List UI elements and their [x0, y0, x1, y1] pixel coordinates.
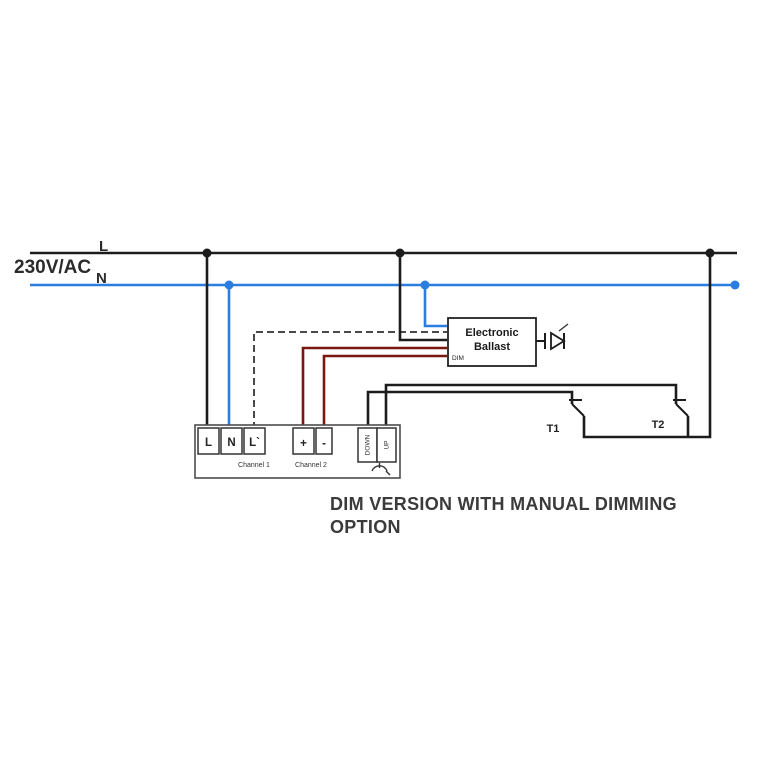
terminal-cell-l — [197, 427, 220, 455]
t1-label: T1 — [547, 423, 560, 435]
dimmer-icon-tail — [385, 470, 391, 476]
caption-line1: DIM VERSION WITH MANUAL DIMMING — [330, 494, 677, 514]
down-button-wire — [366, 390, 574, 428]
terminal-label-down: DOWN — [365, 434, 372, 455]
ballast-box — [447, 317, 537, 367]
terminal-cell-minus — [315, 427, 333, 455]
terminal-label-up: UP — [384, 440, 391, 449]
caption-line2: OPTION — [330, 517, 401, 537]
channel2-label: Channel 2 — [295, 462, 327, 469]
neutral-to-ballast-wire — [423, 285, 447, 328]
push-button-t2 — [673, 399, 689, 417]
channel1-label: Channel 1 — [238, 462, 270, 469]
lamp-slash — [558, 323, 569, 332]
t1-contact-blade — [571, 403, 585, 417]
voltage-label: 230V/AC — [14, 257, 91, 278]
terminal-cell-plus — [292, 427, 315, 455]
ballast-dim-label: DIM — [452, 355, 464, 362]
switched-live-dashed-wire — [253, 331, 447, 429]
junction-dot-neutral-3 — [730, 280, 740, 290]
terminal-label-n: N — [227, 437, 235, 449]
dimmer-icon — [371, 463, 391, 476]
dim-plus-wire — [301, 346, 447, 429]
lamp-icon — [536, 323, 569, 351]
up-button-wire — [384, 383, 678, 428]
live-rail-label: L — [99, 238, 108, 255]
t2-label: T2 — [652, 419, 665, 431]
ballast-name-line1: Electronic — [465, 327, 518, 339]
terminal-label-minus: - — [322, 438, 326, 450]
neutral-rail-label: N — [96, 270, 107, 287]
terminal-label-l: L — [205, 437, 212, 449]
buttons-return-wire — [582, 253, 712, 439]
ballast-name-line2: Ballast — [474, 341, 510, 353]
terminal-label-plus: + — [300, 438, 307, 450]
lamp-triangle — [550, 331, 566, 351]
terminal-cell-lswitched — [243, 427, 266, 455]
terminal-cell-up — [376, 427, 397, 463]
dim-minus-wire — [322, 354, 447, 429]
terminal-label-lswitched: L` — [249, 437, 260, 449]
terminal-cell-n — [220, 427, 243, 455]
t2-contact-blade — [675, 403, 689, 417]
live-to-ballast-wire — [398, 253, 447, 342]
push-button-t1 — [569, 399, 585, 417]
